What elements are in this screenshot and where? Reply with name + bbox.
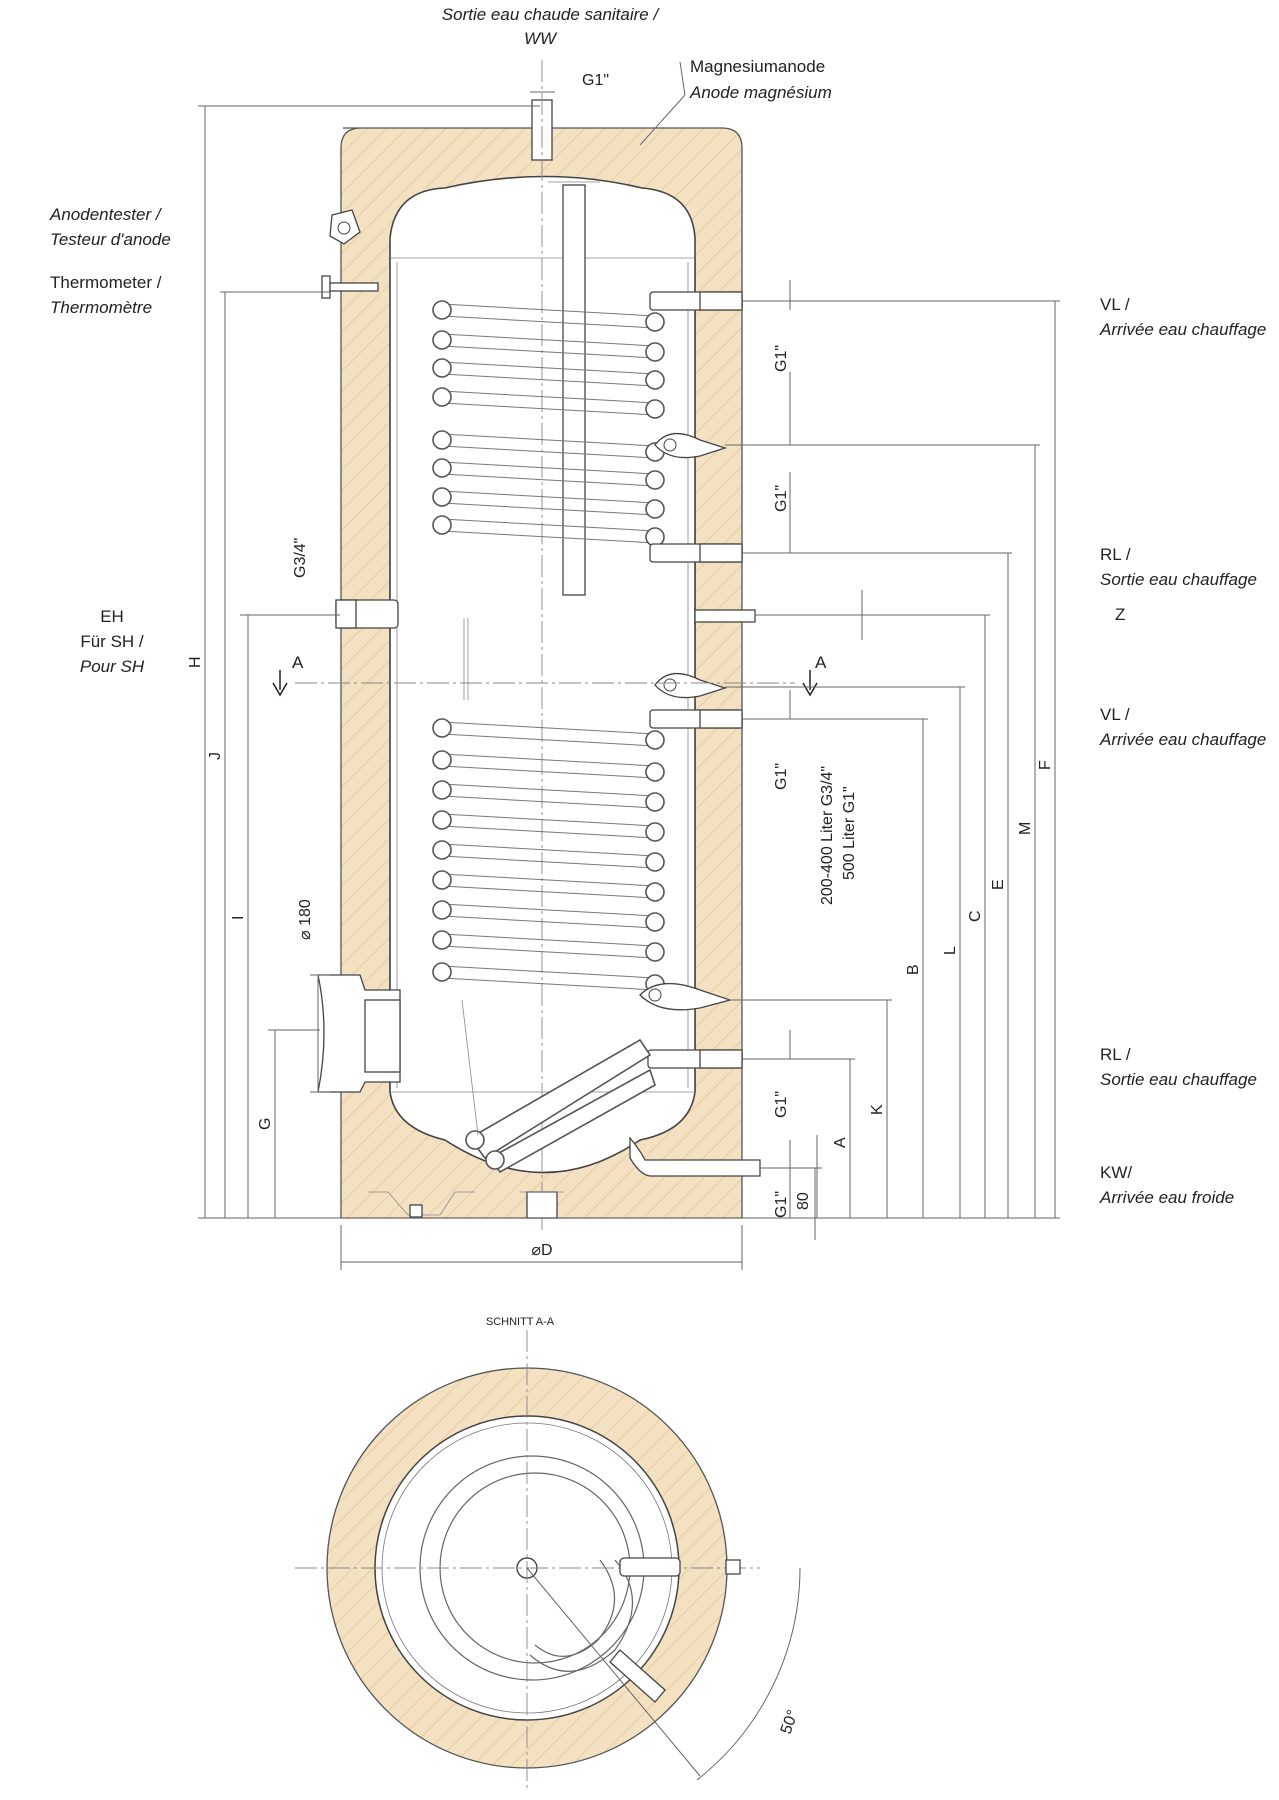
inner-tank [389, 175, 696, 1174]
g1-thread-2: G1" [773, 485, 790, 512]
d180-label: ⌀ 180 [297, 899, 314, 940]
upper-heat-exchanger-coil [432, 300, 665, 547]
dim-L: L [942, 946, 959, 955]
vl-top-label-line1: VL / [1100, 295, 1130, 314]
liter-line2: 500 Liter G1" [841, 786, 858, 880]
vl-top-label-line2: Arrivée eau chauffage [1099, 320, 1266, 339]
eh-label-line3: Pour SH [80, 657, 145, 676]
eh-label-line2: Für SH / [80, 632, 144, 651]
ww-label-line2: WW [524, 29, 558, 48]
g1-thread-4: G1" [773, 1091, 790, 1118]
g1-thread-5: G1" [773, 1191, 790, 1218]
dim-E: E [990, 879, 1007, 890]
eh-label-line1: EH [100, 607, 124, 626]
liter-line1: 200-400 Liter G3/4" [819, 766, 836, 905]
front-view [272, 60, 818, 1230]
dim-80: 80 [795, 1192, 812, 1210]
dim-G: G [257, 1118, 274, 1130]
g34-thread: G3/4" [292, 538, 309, 578]
vl-mid-label-line2: Arrivée eau chauffage [1099, 730, 1266, 749]
kw-label-line1: KW/ [1100, 1163, 1132, 1182]
rl-bot-label-line2: Sortie eau chauffage [1100, 1070, 1257, 1089]
diameter-label: ⌀D [531, 1242, 552, 1259]
section-mark-left: A [292, 653, 304, 672]
thermometer-label-line1: Thermometer / [50, 273, 162, 292]
ww-thread: G1" [582, 72, 609, 89]
dimension-lines [198, 61, 1060, 1270]
dim-H: H [187, 656, 204, 668]
section-title: SCHNITT A-A [486, 1316, 555, 1328]
dim-M: M [1017, 822, 1034, 835]
dim-B: B [905, 964, 922, 975]
lower-heat-exchanger-coil [432, 718, 665, 994]
bottom-coil-outlet [461, 999, 656, 1174]
dim-I: I [230, 916, 247, 920]
section-a-a [295, 1330, 801, 1790]
right-connections [629, 291, 761, 1177]
rl-top-label-line2: Sortie eau chauffage [1100, 570, 1257, 589]
section-mark-right: A [815, 653, 827, 672]
z-label: Z [1115, 605, 1125, 624]
anodetester-label-line2: Testeur d'anode [50, 230, 171, 249]
kw-label-line2: Arrivée eau froide [1099, 1188, 1234, 1207]
g1-thread-1: G1" [773, 345, 790, 372]
thermometer-label-line2: Thermomètre [50, 298, 152, 317]
anodetester-label-line1: Anodentester / [49, 205, 163, 224]
dim-K: K [869, 1104, 886, 1115]
dim-A: A [832, 1137, 849, 1148]
vl-mid-label-line1: VL / [1100, 705, 1130, 724]
anode-label-line2: Anode magnésium [689, 83, 832, 102]
dim-C: C [967, 910, 984, 922]
thermometer [321, 275, 379, 299]
dim-J: J [207, 752, 224, 760]
base-details [368, 1191, 564, 1219]
rl-bot-label-line1: RL / [1100, 1045, 1131, 1064]
anode-tester [329, 209, 361, 245]
magnesium-anode [562, 184, 586, 596]
left-connections [317, 599, 401, 1093]
rl-top-label-line1: RL / [1100, 545, 1131, 564]
anode-label-line1: Magnesiumanode [690, 57, 825, 76]
ww-label-line1: Sortie eau chaude sanitaire / [442, 5, 661, 24]
angle-label: 50° [778, 1708, 802, 1737]
text-labels: Sortie eau chaude sanitaire / WW G1" Mag… [49, 5, 1266, 1736]
dim-F: F [1037, 760, 1054, 770]
g1-thread-3: G1" [773, 763, 790, 790]
